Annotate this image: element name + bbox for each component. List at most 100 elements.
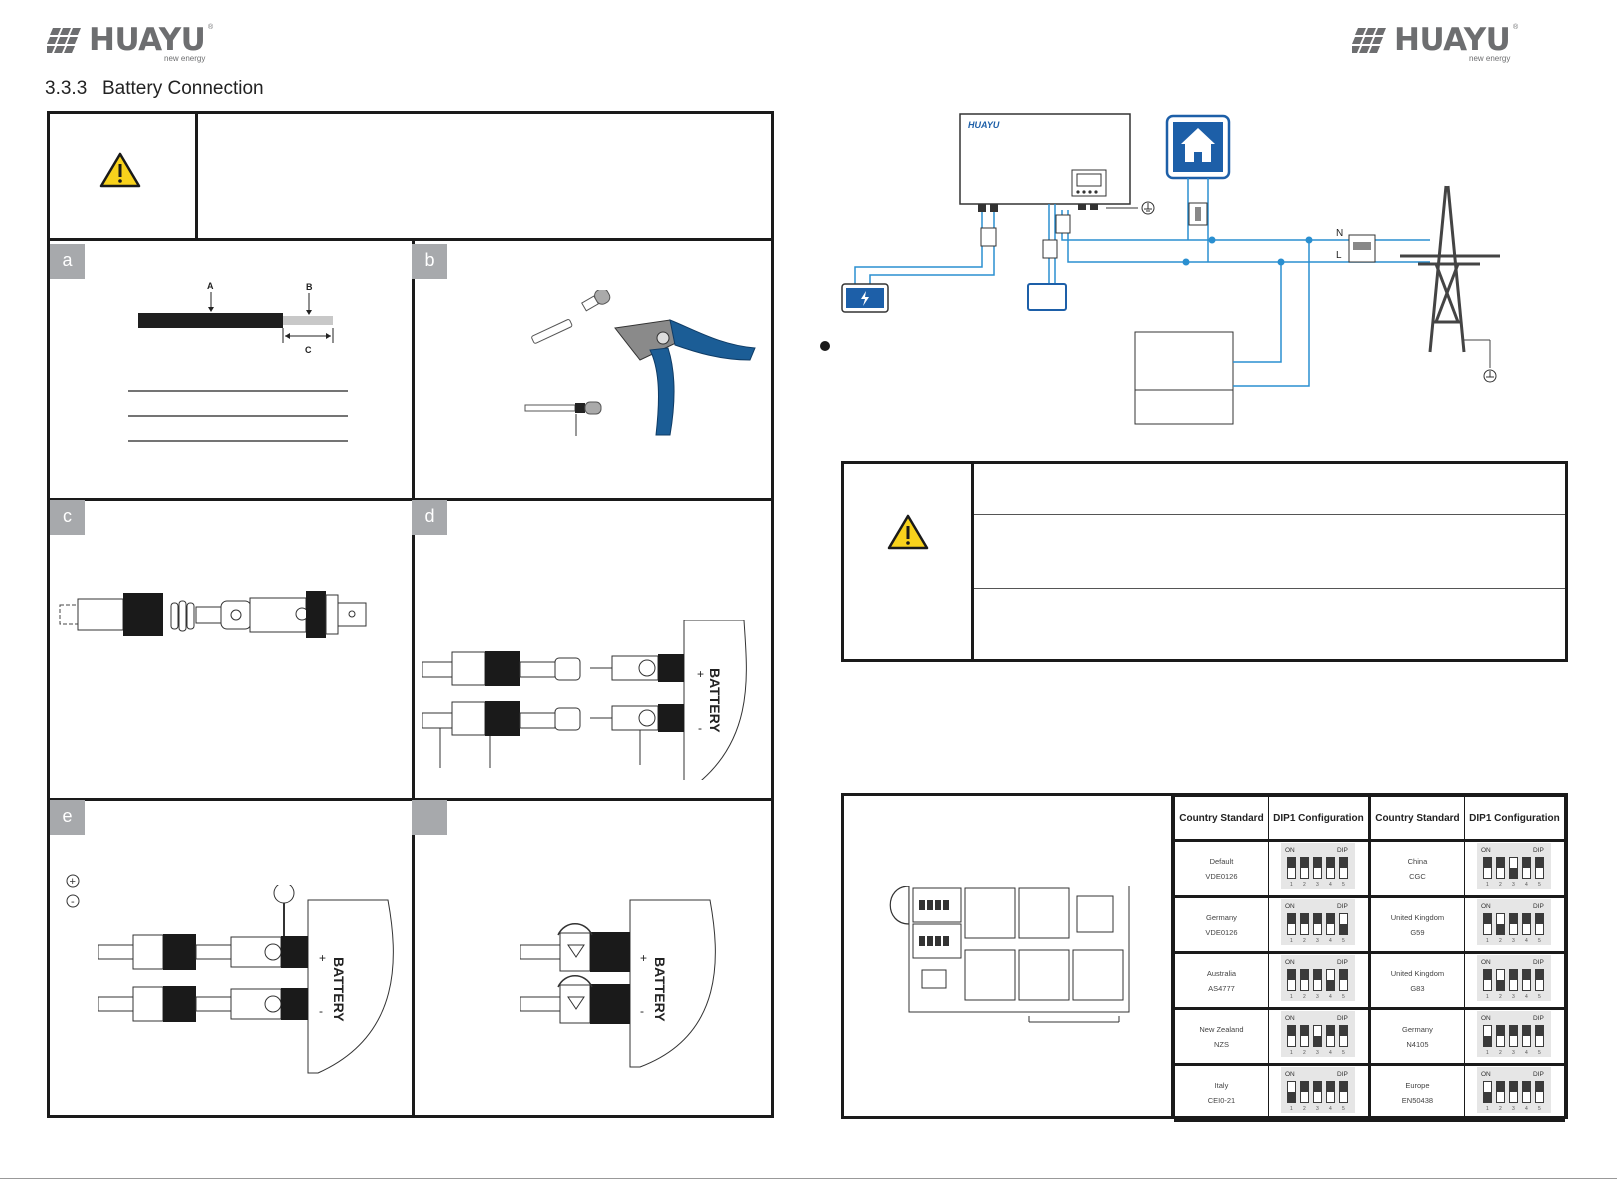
dip-switch-knob: [1536, 868, 1544, 878]
standard-code: VDE0126: [1205, 927, 1238, 937]
dip-label: DIP: [1533, 959, 1544, 966]
dip-switch-knob: [1301, 1036, 1309, 1046]
brand-logo-right: HUAYU ® new energy: [1352, 22, 1522, 64]
dip-switch-knob: [1497, 868, 1505, 878]
registered-mark: ®: [1513, 24, 1519, 31]
country-name: Germany: [1206, 912, 1237, 922]
dip-switch-knob: [1484, 1026, 1492, 1036]
dip-switch-knob: [1340, 1036, 1348, 1046]
battery-label: BATTERY: [707, 668, 723, 733]
dip-switch-number: 3: [1316, 994, 1319, 1000]
dip-switch-number: 2: [1499, 938, 1502, 944]
dip-switch-number: 5: [1342, 882, 1345, 888]
dip-switch-number: 5: [1538, 994, 1541, 1000]
standard-code: NZS: [1213, 1039, 1229, 1049]
polarity-legend: + -: [66, 874, 80, 908]
step-label-a: a: [50, 244, 85, 279]
dip-switch-number: 3: [1316, 1050, 1319, 1056]
dip-switch-knob: [1536, 1092, 1544, 1102]
standard-code: CGC: [1409, 871, 1426, 881]
standard-code: CEI0-21: [1207, 1095, 1236, 1105]
dip-label: DIP: [1337, 959, 1348, 966]
dip-switch-number: 5: [1342, 1106, 1345, 1112]
dip-switch-knob: [1327, 868, 1335, 878]
dip-switch-number: 4: [1329, 1050, 1332, 1056]
warning-box-right: [841, 461, 1568, 662]
dip-switch-number: 3: [1316, 882, 1319, 888]
dip-switch-knob: [1484, 924, 1492, 934]
standard-code: AS4777: [1208, 983, 1235, 993]
country-name: Default: [1209, 856, 1234, 866]
dip-switch-number: 2: [1303, 938, 1306, 944]
country-name: Europe: [1405, 1080, 1430, 1090]
connector-assembly-illustration: [59, 591, 367, 638]
dip-switch-number: 1: [1486, 938, 1489, 944]
dip-switch-number: 1: [1290, 994, 1293, 1000]
terminal-minus-label: -: [698, 721, 702, 735]
dip-switch-number: 4: [1525, 1050, 1528, 1056]
stripped-cable-illustration: A B C: [128, 281, 348, 442]
inverter-brand: HUAYU: [968, 120, 1000, 130]
dip-switch-knob: [1327, 970, 1335, 980]
standard-code: EN50438: [1401, 1095, 1434, 1105]
dip-on-label: ON: [1481, 903, 1491, 910]
terminal-minus-label: -: [640, 1004, 644, 1018]
dip-switch-number: 4: [1329, 882, 1332, 888]
dip-switch-knob: [1497, 970, 1505, 980]
dip-switch-knob: [1327, 1092, 1335, 1102]
battery-label: BATTERY: [331, 957, 347, 1022]
standard-code: G83: [1410, 983, 1425, 993]
dip-switch-knob: [1301, 868, 1309, 878]
power-pylon-icon: [1400, 185, 1500, 353]
logo-mark-icon: [1352, 28, 1386, 53]
country-name: New Zealand: [1199, 1024, 1244, 1034]
dip-switch-number: 2: [1499, 1050, 1502, 1056]
dip-switch-number: 2: [1303, 1106, 1306, 1112]
dip-switch-number: 3: [1316, 1106, 1319, 1112]
dip-switch-knob: [1314, 868, 1322, 878]
utility-box: [1134, 331, 1234, 425]
step-label-e: e: [50, 800, 85, 835]
dip-switch-number: 4: [1329, 1106, 1332, 1112]
dip-label: DIP: [1533, 847, 1544, 854]
step-label-d: d: [412, 500, 447, 535]
dip-switch-number: 4: [1525, 994, 1528, 1000]
dip-on-label: ON: [1481, 1071, 1491, 1078]
terminal-plus-label: +: [640, 951, 647, 965]
cable-label-b: B: [306, 282, 313, 292]
dip-switch-number: 1: [1486, 882, 1489, 888]
dip-switch-number: 5: [1342, 938, 1345, 944]
dip-switch-number: 3: [1512, 882, 1515, 888]
dip-switch-knob: [1340, 980, 1348, 990]
terminal-minus-label: -: [319, 1004, 323, 1018]
dip-switch-knob: [1288, 868, 1296, 878]
dip-switch-knob: [1314, 924, 1322, 934]
dip-switch-number: 4: [1525, 1106, 1528, 1112]
dip-switch-number: 1: [1290, 938, 1293, 944]
dip-table-header-cell: Country Standard: [1368, 796, 1465, 842]
dip-switch-knob: [1340, 868, 1348, 878]
line-label: L: [1336, 250, 1342, 261]
cable-label-a: A: [207, 281, 214, 291]
dip-switch-knob: [1301, 924, 1309, 934]
terminal-plus-label: +: [319, 951, 326, 965]
standard-code: VDE0126: [1205, 871, 1238, 881]
